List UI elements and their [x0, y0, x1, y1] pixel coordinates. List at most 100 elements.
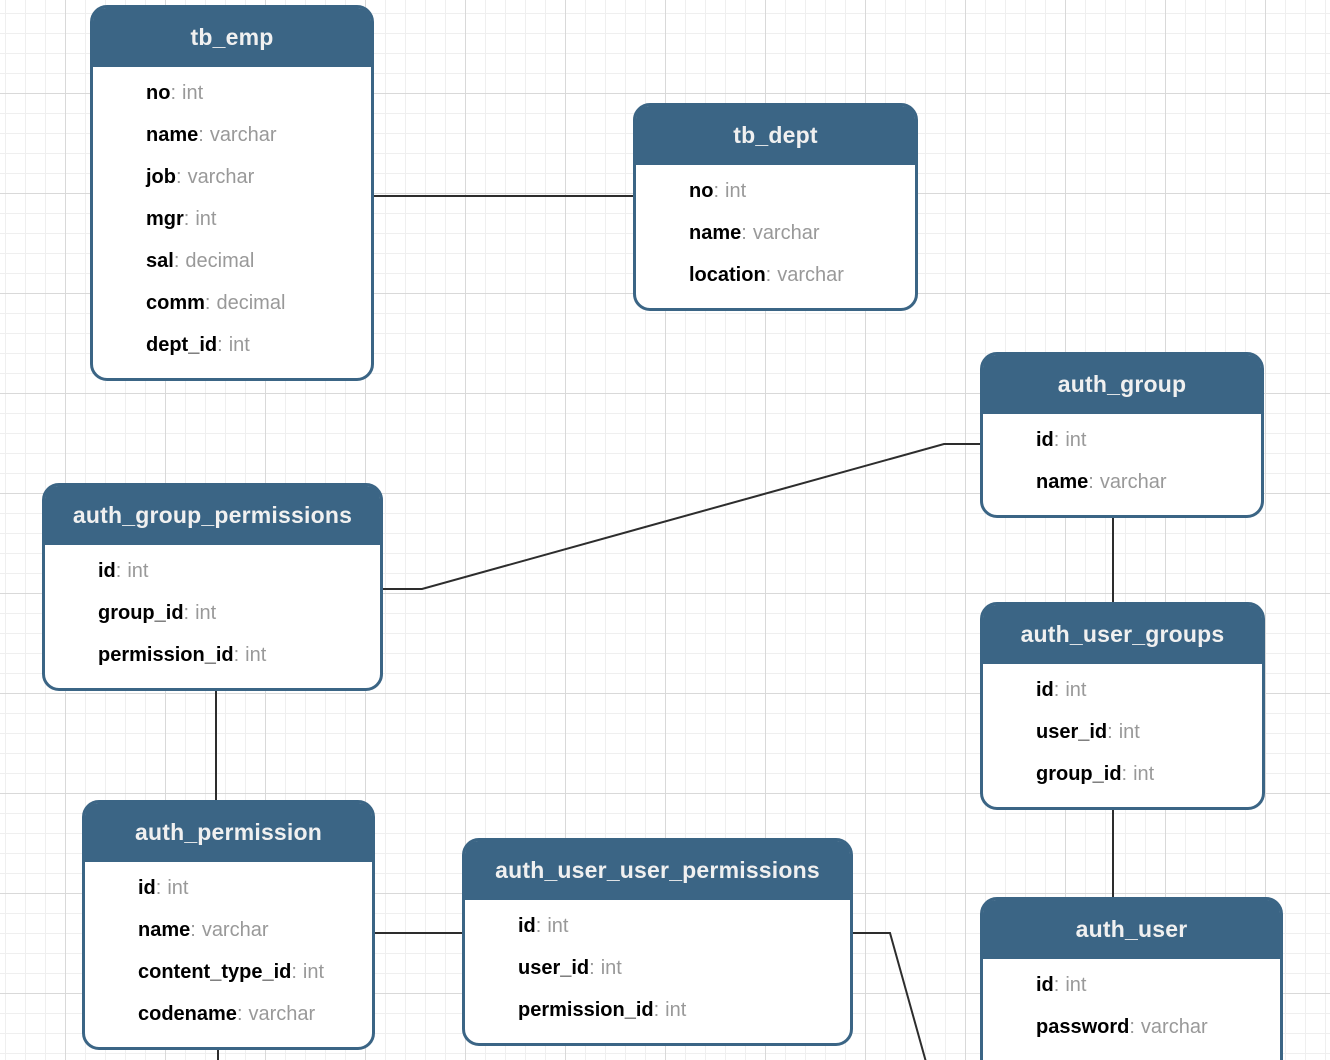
field-name: group_id — [1036, 763, 1122, 785]
field-name: id — [138, 877, 156, 899]
field-row-comm: comm:decimal — [146, 282, 355, 324]
table-title: auth_user — [1075, 916, 1188, 942]
field-type: int — [1133, 763, 1155, 785]
field-row-mgr: mgr:int — [146, 198, 355, 240]
field-separator: : — [204, 292, 211, 314]
field-name: content_type_id — [138, 961, 292, 983]
table-title: tb_emp — [190, 24, 274, 50]
field-separator: : — [765, 264, 772, 286]
field-name: id — [518, 915, 536, 937]
field-type: varchar — [752, 222, 820, 244]
field-name: mgr — [146, 208, 184, 230]
field-name: id — [1036, 974, 1054, 996]
field-row-codename: codename:varchar — [138, 993, 356, 1035]
field-name: no — [146, 82, 171, 104]
field-row-password: password:varchar — [1036, 1006, 1264, 1048]
field-type: int — [228, 334, 250, 356]
field-type: decimal — [216, 292, 286, 314]
field-type: int — [182, 82, 204, 104]
field-row-name: name:varchar — [138, 909, 356, 951]
field-type: int — [1065, 974, 1087, 996]
field-row-location: location:varchar — [689, 254, 899, 296]
field-row-name: name:varchar — [146, 114, 355, 156]
table-title: auth_group_permissions — [72, 502, 353, 528]
field-name: location — [689, 264, 766, 286]
table-title: tb_dept — [733, 122, 818, 148]
field-separator: : — [1088, 471, 1094, 493]
field-type: int — [547, 915, 569, 937]
field-type: varchar — [201, 919, 269, 941]
table-header-tb_emp[interactable]: tb_emp — [93, 8, 371, 67]
field-separator: : — [198, 124, 204, 146]
table-header-tb_dept[interactable]: tb_dept — [636, 106, 915, 165]
field-type: int — [195, 602, 217, 624]
field-name: id — [1036, 679, 1054, 701]
field-type: int — [167, 877, 189, 899]
field-separator: : — [1053, 679, 1060, 701]
field-type: int — [127, 560, 149, 582]
field-row-sal: sal:decimal — [146, 240, 355, 282]
table-header-auth_group[interactable]: auth_group — [983, 355, 1261, 414]
field-name: group_id — [98, 602, 184, 624]
table-auth_user[interactable]: auth_userid:intpassword:varcharlast_logi… — [980, 897, 1283, 1060]
table-header-auth_user[interactable]: auth_user — [983, 900, 1280, 959]
field-type: varchar — [248, 1003, 316, 1025]
field-separator: : — [713, 180, 719, 202]
field-row-id: id:int — [138, 867, 356, 909]
field-name: password — [1036, 1016, 1130, 1038]
field-type: int — [1065, 429, 1087, 451]
field-type: varchar — [777, 264, 844, 286]
table-header-auth_group_permissions[interactable]: auth_group_permissions — [45, 486, 380, 545]
field-row-no: no:int — [146, 72, 355, 114]
field-name: comm — [146, 292, 205, 314]
field-separator: : — [1053, 429, 1060, 451]
field-separator: : — [115, 560, 122, 582]
field-separator: : — [236, 1003, 243, 1025]
table-title: auth_user_user_permissions — [495, 857, 820, 883]
field-row-id: id:int — [1036, 669, 1246, 711]
field-separator: : — [1129, 1058, 1135, 1060]
relationship-line-auth_user_user_permissions-auth_user — [851, 932, 927, 1060]
field-name: name — [146, 124, 199, 146]
field-name: name — [689, 222, 742, 244]
field-type: int — [600, 957, 622, 979]
field-name: name — [138, 919, 191, 941]
field-separator: : — [589, 957, 595, 979]
field-row-content_type_id: content_type_id:int — [138, 951, 356, 993]
field-name: sal — [146, 250, 174, 272]
field-type: decimal — [185, 250, 255, 272]
field-row-id: id:int — [1036, 964, 1264, 1006]
field-row-user_id: user_id:int — [518, 947, 834, 989]
table-body-auth_user: id:intpassword:varcharlast_login:datetim… — [983, 959, 1280, 1060]
table-header-auth_user_groups[interactable]: auth_user_groups — [983, 605, 1262, 664]
field-row-id: id:int — [98, 550, 364, 592]
field-separator: : — [653, 999, 660, 1021]
table-header-auth_user_user_permissions[interactable]: auth_user_user_permissions — [465, 841, 850, 900]
field-name: last_login — [1036, 1058, 1129, 1060]
field-separator: : — [291, 961, 297, 983]
field-separator: : — [1129, 1016, 1135, 1038]
field-name: dept_id — [146, 334, 218, 356]
table-header-auth_permission[interactable]: auth_permission — [85, 803, 372, 862]
field-separator: : — [173, 250, 180, 272]
field-type: int — [245, 644, 267, 666]
field-type: int — [302, 961, 325, 983]
field-row-group_id: group_id:int — [1036, 753, 1246, 795]
field-separator: : — [1053, 974, 1060, 996]
field-row-no: no:int — [689, 170, 899, 212]
relationship-line-auth_group_permissions-auth_group — [383, 443, 980, 590]
field-name: user_id — [518, 957, 590, 979]
field-row-name: name:varchar — [1036, 461, 1245, 503]
field-row-user_id: user_id:int — [1036, 711, 1246, 753]
